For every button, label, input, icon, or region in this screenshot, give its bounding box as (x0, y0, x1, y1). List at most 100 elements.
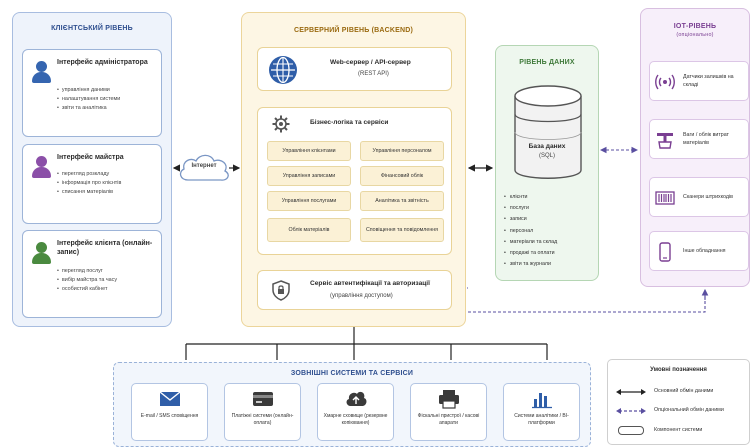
card-title: Інтерфейс клієнта (онлайн-запис) (57, 240, 153, 256)
database-icon[interactable] (513, 84, 583, 184)
solid-arrow-icon (616, 389, 646, 395)
list-item: звіти та журнали (504, 259, 557, 270)
client-interface-card[interactable]: Інтерфейс клієнта (онлайн-запис) перегля… (22, 230, 162, 318)
service-materials[interactable]: Облік матеріалів (267, 218, 351, 242)
master-feature-list: перегляд розкладу інформація про клієнті… (57, 170, 159, 197)
external-label: Платіжні системи (онлайн-оплата) (231, 413, 294, 426)
admin-user-icon (32, 61, 51, 85)
list-item: продажі та оплати (504, 248, 557, 259)
printer-icon (439, 390, 459, 409)
web-server-title: Web-сервер / API-сервер (330, 59, 411, 66)
database-subtitle: (SQL) (538, 153, 555, 159)
auth-iot-connector (457, 287, 706, 313)
internet-cloud-icon (179, 154, 229, 181)
iot-device-scales[interactable]: Ваги / облік витрат матеріалів (649, 119, 749, 159)
iot-device-label: Сканери штрихкодів (683, 194, 733, 200)
list-item: матеріали та склад (504, 237, 557, 248)
web-server-box[interactable]: Web-сервер / API-сервер (REST API) (257, 47, 452, 91)
list-item: персонал (504, 226, 557, 237)
external-label: Хмарне сховище (резервне копіювання) (323, 413, 388, 426)
service-finance[interactable]: Фінансовий облік (360, 166, 444, 186)
list-item: клієнти (504, 192, 557, 203)
card-title: Інтерфейс адміністратора (57, 59, 148, 66)
data-entity-list: клієнти послуги записи персонал матеріал… (504, 192, 557, 270)
auth-service-title: Сервіс автентифікації та авторизації (310, 280, 430, 287)
service-staff[interactable]: Управління персоналом (360, 141, 444, 161)
external-systems-tier: ЗОВНІШНІ СИСТЕМИ ТА СЕРВІСИ E-mail / SMS… (113, 362, 591, 447)
legend-dashed-label: Опціональний обмін даними (654, 407, 724, 413)
device-icon (659, 242, 671, 262)
service-services[interactable]: Управління послугами (267, 191, 351, 211)
iot-tier: ІОТ-РІВЕНЬ (опціонально) Датчики залишкі… (640, 8, 750, 287)
list-item: особистий кабінет (57, 285, 159, 294)
iot-tier-title: ІОТ-РІВЕНЬ (673, 23, 717, 30)
service-analytics[interactable]: Аналітика та звітність (360, 191, 444, 211)
client-tier-title: КЛІЄНТСЬКИЙ РІВЕНЬ (51, 25, 133, 32)
legend-dashed-row: Опціональний обмін даними (616, 406, 745, 416)
globe-icon (269, 56, 297, 84)
auth-service-subtitle: (управління доступом) (330, 293, 393, 299)
service-appointments[interactable]: Управління записами (267, 166, 351, 186)
external-bi-analytics[interactable]: Системи аналітики / BI-платформи (503, 383, 580, 441)
admin-feature-list: управління даними налаштування системи з… (57, 86, 159, 113)
internet-label: Інтернет (191, 163, 217, 169)
legend-solid-row: Основний обмін даними (616, 387, 745, 397)
dashed-arrow-icon (616, 408, 646, 414)
list-item: налаштування системи (57, 95, 159, 104)
admin-interface-card[interactable]: Інтерфейс адміністратора управління дани… (22, 49, 162, 137)
cloud-upload-icon (346, 391, 367, 406)
component-box-icon (618, 426, 644, 435)
card-icon (253, 392, 273, 406)
barcode-scanner-icon (655, 191, 675, 205)
iot-device-scanners[interactable]: Сканери штрихкодів (649, 177, 749, 217)
legend: Умовні позначення Основний обмін даними … (607, 359, 750, 445)
iot-device-sensors[interactable]: Датчики залишків на складі (649, 61, 749, 101)
list-item: послуги (504, 203, 557, 214)
master-user-icon (32, 156, 51, 180)
business-logic-box[interactable]: Бізнес-логіка та сервіси Управління кліє… (257, 107, 452, 255)
service-clients[interactable]: Управління клієнтами (267, 141, 351, 161)
legend-box-label: Компонент системи (654, 427, 703, 433)
client-tier: КЛІЄНТСЬКИЙ РІВЕНЬ Інтерфейс адміністрат… (12, 12, 172, 327)
external-label: E-mail / SMS сповіщення (140, 413, 199, 419)
scale-icon (657, 133, 673, 149)
list-item: перегляд послуг (57, 267, 159, 276)
list-item: вибір майстра та часу (57, 276, 159, 285)
iot-device-label: Датчики залишків на складі (683, 74, 734, 88)
legend-title: Умовні позначення (650, 367, 707, 373)
service-notifications[interactable]: Сповіщення та повідомлення (360, 218, 444, 242)
list-item: управління даними (57, 86, 159, 95)
list-item: інформація про клієнтів (57, 179, 159, 188)
mail-icon (159, 391, 181, 406)
iot-device-label: Ваги / облік витрат матеріалів (683, 132, 729, 146)
auth-service-box[interactable]: Сервіс автентифікації та авторизації (уп… (257, 270, 452, 310)
data-tier-title: РІВЕНЬ ДАНИХ (519, 59, 575, 66)
sensor-icon (655, 74, 675, 90)
list-item: списання матеріалів (57, 188, 159, 197)
business-logic-title: Бізнес-логіка та сервіси (310, 119, 389, 126)
external-tier-title: ЗОВНІШНІ СИСТЕМИ ТА СЕРВІСИ (290, 370, 414, 377)
shield-icon (272, 280, 290, 301)
data-tier: РІВЕНЬ ДАНИХ База даних (SQL) клієнти по… (495, 45, 599, 281)
web-server-subtitle: (REST API) (358, 71, 389, 77)
iot-device-label: Інше обладнання (683, 248, 726, 254)
external-mail-sms[interactable]: E-mail / SMS сповіщення (131, 383, 208, 441)
client-feature-list: перегляд послуг вибір майстра та часу ос… (57, 267, 159, 294)
list-item: перегляд розкладу (57, 170, 159, 179)
database-title: База даних (528, 143, 566, 150)
legend-solid-label: Основний обмін даними (654, 388, 714, 394)
client-user-icon (32, 242, 51, 266)
external-label: Фіскальні пристрої / касові апарати (417, 413, 480, 426)
bar-chart-icon (532, 393, 552, 409)
external-payments[interactable]: Платіжні системи (онлайн-оплата) (224, 383, 301, 441)
server-tier-title: СЕРВЕРНИЙ РІВЕНЬ (BACKEND) (293, 27, 414, 34)
legend-box-row: Компонент системи (616, 426, 745, 436)
external-label: Системи аналітики / BI-платформи (514, 413, 569, 426)
server-tier: СЕРВЕРНИЙ РІВЕНЬ (BACKEND) Web-сервер / … (241, 12, 466, 327)
external-cloud-storage[interactable]: Хмарне сховище (резервне копіювання) (317, 383, 394, 441)
iot-tier-subtitle: (опціонально) (676, 32, 714, 38)
iot-device-other[interactable]: Інше обладнання (649, 231, 749, 271)
master-interface-card[interactable]: Інтерфейс майстра перегляд розкладу інфо… (22, 144, 162, 224)
external-fiscal-devices[interactable]: Фіскальні пристрої / касові апарати (410, 383, 487, 441)
list-item: звіти та аналітика (57, 104, 159, 113)
